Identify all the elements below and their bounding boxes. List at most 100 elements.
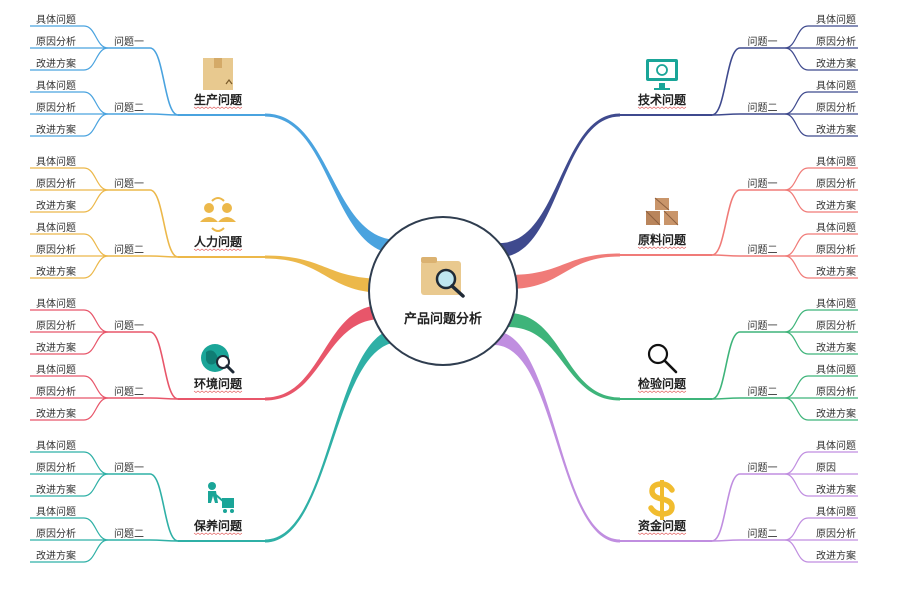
leaf-text: 改进方案 xyxy=(816,407,856,420)
leaf-connector xyxy=(83,473,109,497)
topic-title: 环境问题 xyxy=(194,376,243,391)
leaf-connector xyxy=(83,25,109,49)
group-connector xyxy=(711,113,741,116)
leaf-text: 具体问题 xyxy=(816,297,856,310)
leaf-text: 原因分析 xyxy=(36,385,76,398)
leaf-text: 改进方案 xyxy=(816,549,856,562)
leaf-text: 改进方案 xyxy=(36,123,76,136)
group-connector xyxy=(711,189,741,256)
topic-title: 资金问题 xyxy=(638,518,687,533)
issue-label: 问题一 xyxy=(748,461,778,474)
issue-label: 问题二 xyxy=(748,527,778,540)
leaf-text: 原因分析 xyxy=(36,461,76,474)
leaf-text: 原因分析 xyxy=(816,385,856,398)
spellcheck-squiggle xyxy=(637,390,687,393)
group-connector xyxy=(711,47,741,116)
leaf-text: 改进方案 xyxy=(36,57,76,70)
issue-label: 问题一 xyxy=(114,177,144,190)
topic-title: 人力问题 xyxy=(194,234,243,249)
leaf-connector xyxy=(784,451,809,475)
spellcheck-squiggle xyxy=(193,106,243,109)
group-connector xyxy=(711,397,741,400)
group-connector xyxy=(149,189,179,258)
main-branch xyxy=(265,255,386,293)
leaf-text: 原因分析 xyxy=(816,243,856,256)
leaf-connector xyxy=(83,451,109,475)
issue-label: 问题一 xyxy=(114,461,144,474)
leaf-text: 改进方案 xyxy=(816,123,856,136)
main-branch xyxy=(508,313,620,401)
leaf-text: 具体问题 xyxy=(816,221,856,234)
leaf-text: 原因分析 xyxy=(36,527,76,540)
leaf-connector xyxy=(83,91,109,115)
leaf-text: 具体问题 xyxy=(816,505,856,518)
leaf-connector xyxy=(784,539,809,563)
issue-label: 问题二 xyxy=(748,101,778,114)
leaf-text: 改进方案 xyxy=(36,199,76,212)
folder-search-icon xyxy=(421,257,465,298)
leaf-text: 改进方案 xyxy=(816,483,856,496)
leaf-connector xyxy=(83,397,109,421)
leaf-text: 具体问题 xyxy=(36,221,76,234)
box-icon xyxy=(203,58,233,90)
issue-label: 问题二 xyxy=(748,243,778,256)
leaf-text: 原因分析 xyxy=(36,319,76,332)
spellcheck-squiggle xyxy=(193,390,243,393)
leaf-text: 改进方案 xyxy=(36,265,76,278)
leaf-connector xyxy=(784,47,809,71)
crates-icon xyxy=(645,197,679,226)
group-connector xyxy=(149,473,179,542)
leaf-text: 具体问题 xyxy=(816,363,856,376)
leaf-text: 改进方案 xyxy=(36,341,76,354)
leaf-connector xyxy=(784,113,809,137)
leaf-text: 具体问题 xyxy=(816,79,856,92)
branches: 生产问题问题一具体问题原因分析改进方案问题二具体问题原因分析改进方案人力问题问题… xyxy=(30,13,858,563)
leaf-text: 具体问题 xyxy=(36,297,76,310)
group-connector xyxy=(711,473,741,542)
leaf-text: 改进方案 xyxy=(816,341,856,354)
group-connector xyxy=(711,331,741,400)
leaf-text: 具体问题 xyxy=(816,439,856,452)
worker-cart-icon xyxy=(208,482,234,513)
leaf-text: 具体问题 xyxy=(36,155,76,168)
group-connector xyxy=(149,255,179,258)
leaf-text: 原因分析 xyxy=(36,101,76,114)
leaf-connector xyxy=(83,233,109,257)
issue-label: 问题二 xyxy=(114,527,144,540)
leaf-text: 改进方案 xyxy=(36,407,76,420)
leaf-connector xyxy=(784,517,809,541)
issue-label: 问题二 xyxy=(748,385,778,398)
monitor-icon xyxy=(646,59,678,90)
group-connector xyxy=(149,331,179,400)
leaf-text: 具体问题 xyxy=(36,363,76,376)
spellcheck-squiggle xyxy=(637,106,687,109)
leaf-text: 原因 xyxy=(816,462,836,474)
leaf-text: 改进方案 xyxy=(36,549,76,562)
topic-title: 技术问题 xyxy=(638,92,687,107)
leaf-text: 改进方案 xyxy=(816,265,856,278)
topic-title: 生产问题 xyxy=(194,92,243,107)
leaf-text: 原因分析 xyxy=(36,243,76,256)
leaf-text: 具体问题 xyxy=(36,13,76,26)
leaf-connector xyxy=(784,309,809,333)
leaf-connector xyxy=(83,47,109,71)
main-branch xyxy=(265,113,398,254)
leaf-text: 改进方案 xyxy=(816,57,856,70)
leaf-text: 改进方案 xyxy=(36,483,76,496)
leaf-connector xyxy=(784,189,809,213)
leaf-text: 具体问题 xyxy=(36,79,76,92)
